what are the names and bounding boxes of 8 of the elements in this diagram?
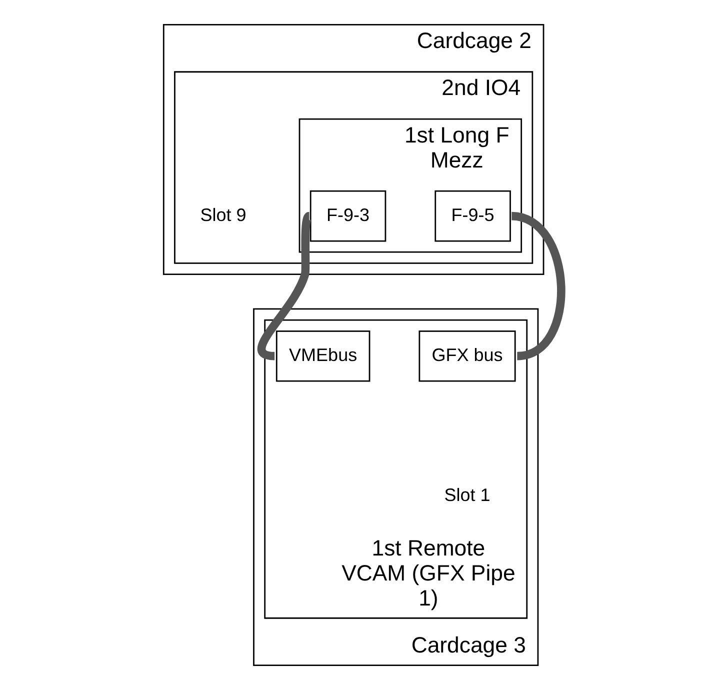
node-box: F-9-3	[309, 190, 386, 242]
node-label: Slot 1	[444, 484, 490, 505]
node-label: Slot 9	[200, 204, 246, 225]
node-box: VMEbus	[275, 330, 370, 382]
connector	[510, 212, 565, 360]
connector	[256, 212, 312, 360]
node-box: F-9-5	[434, 190, 510, 242]
node-box: GFX bus	[418, 330, 516, 382]
